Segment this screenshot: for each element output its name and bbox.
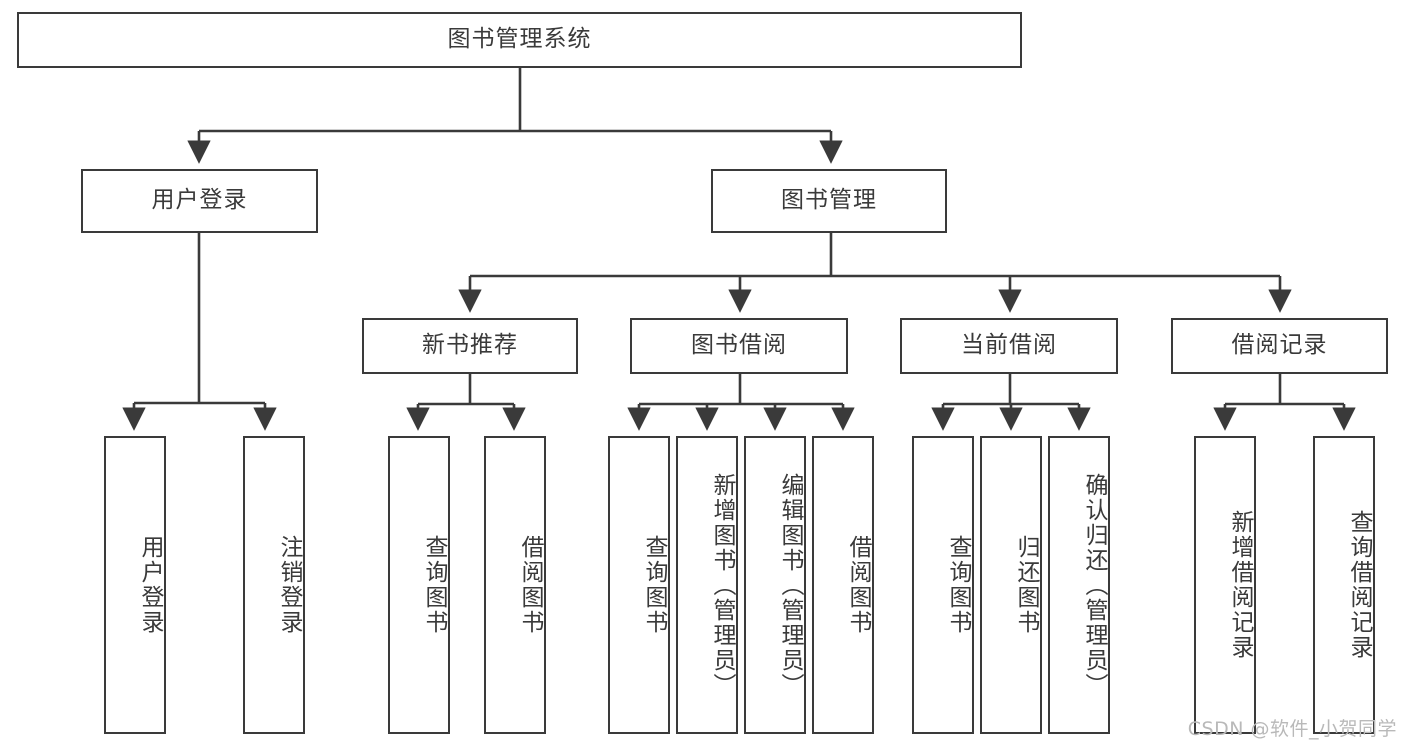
node-label: 借阅图书 — [517, 535, 543, 635]
node-label: 用户登录 — [151, 187, 248, 214]
leaf-borrow-borrow-book[interactable]: 借阅图书 — [812, 436, 874, 734]
node-label: 图书管理系统 — [447, 26, 592, 53]
node-label: 借阅记录 — [1231, 332, 1328, 359]
node-label: 图书借阅 — [691, 332, 787, 359]
leaf-current-query-book[interactable]: 查询图书 — [912, 436, 974, 734]
node-new-book-recommend[interactable]: 新书推荐 — [362, 318, 578, 374]
leaf-borrow-edit-book-admin[interactable]: 编辑图书（管理员） — [744, 436, 806, 734]
node-label: 查询图书 — [641, 535, 667, 635]
node-user-login[interactable]: 用户登录 — [81, 169, 318, 233]
node-label: 编辑图书（管理员） — [777, 472, 803, 698]
node-label: 查询图书 — [945, 535, 971, 635]
node-label: 归还图书 — [1013, 535, 1039, 635]
leaf-record-add-record[interactable]: 新增借阅记录 — [1194, 436, 1256, 734]
node-root-system[interactable]: 图书管理系统 — [17, 12, 1022, 68]
node-label: 查询图书 — [421, 535, 447, 635]
leaf-current-confirm-return-admin[interactable]: 确认归还（管理员） — [1048, 436, 1110, 734]
leaf-recommend-borrow-book[interactable]: 借阅图书 — [484, 436, 546, 734]
node-label: 确认归还（管理员） — [1081, 472, 1107, 698]
leaf-user-login-logout[interactable]: 注销登录 — [243, 436, 305, 734]
node-label: 借阅图书 — [845, 535, 871, 635]
node-current-borrow[interactable]: 当前借阅 — [900, 318, 1118, 374]
leaf-borrow-add-book-admin[interactable]: 新增图书（管理员） — [676, 436, 738, 734]
node-borrow-record[interactable]: 借阅记录 — [1171, 318, 1388, 374]
leaf-recommend-query-book[interactable]: 查询图书 — [388, 436, 450, 734]
node-label: 查询借阅记录 — [1346, 510, 1372, 660]
node-book-borrow[interactable]: 图书借阅 — [630, 318, 848, 374]
watermark: CSDN @软件_小贺同学 — [1187, 718, 1397, 740]
leaf-user-login-login[interactable]: 用户登录 — [104, 436, 166, 734]
node-label: 新增借阅记录 — [1227, 510, 1253, 660]
node-label: 注销登录 — [276, 535, 302, 635]
leaf-current-return-book[interactable]: 归还图书 — [980, 436, 1042, 734]
node-label: 当前借阅 — [961, 332, 1057, 359]
node-label: 用户登录 — [137, 535, 163, 635]
node-label: 新书推荐 — [422, 332, 518, 359]
leaf-record-query-record[interactable]: 查询借阅记录 — [1313, 436, 1375, 734]
node-book-management[interactable]: 图书管理 — [711, 169, 947, 233]
leaf-borrow-query-book[interactable]: 查询图书 — [608, 436, 670, 734]
node-label: 新增图书（管理员） — [709, 472, 735, 698]
node-label: 图书管理 — [781, 187, 877, 214]
